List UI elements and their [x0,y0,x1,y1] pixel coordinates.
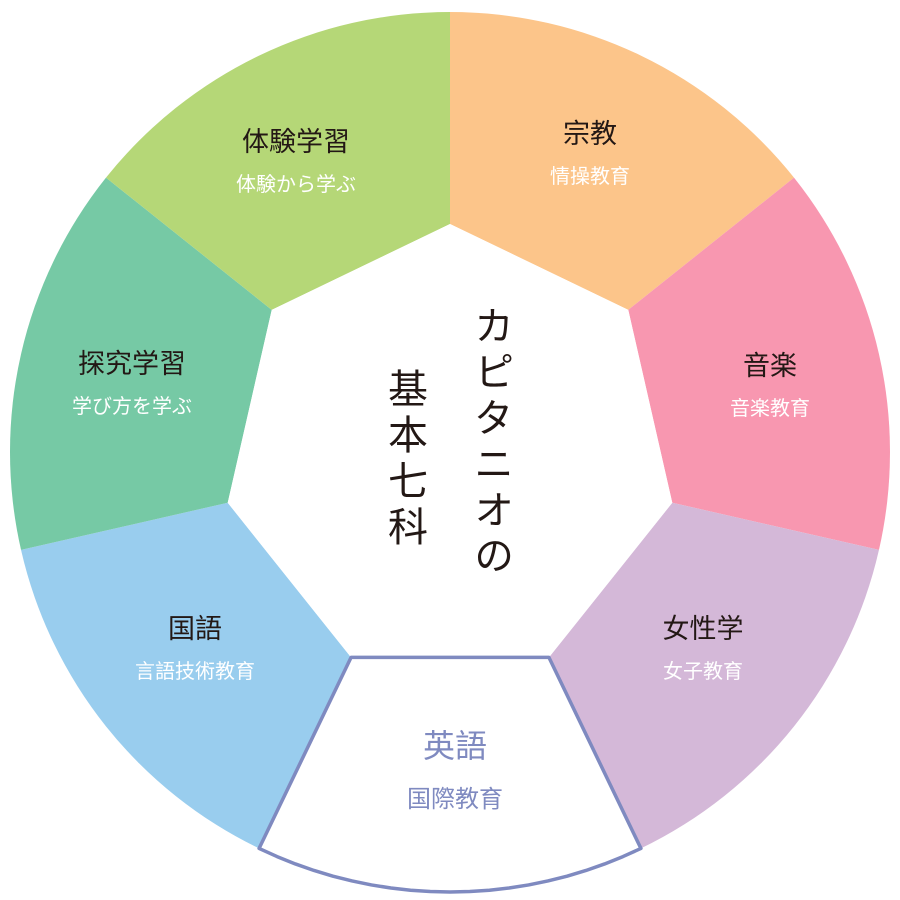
segment-womens-studies-title: 女性学 [663,614,744,645]
segment-inquiry [9,177,272,550]
segment-religion-title: 宗教 [563,119,617,150]
segment-music-title: 音楽 [743,351,797,382]
segment-womens-studies [548,502,879,849]
segment-inquiry-subtitle: 学び方を学ぶ [72,394,192,418]
segment-japanese-subtitle: 言語技術教育 [135,659,255,683]
segment-religion [450,12,795,310]
segment-english-title: 英語 [423,727,487,765]
center-title: カピタニオの 基本七科 [381,305,513,581]
segment-japanese [21,502,352,849]
segment-experiential-title: 体験学習 [242,127,350,158]
center-title-column-right: カピタニオの [467,305,513,581]
segment-music-subtitle: 音楽教育 [730,396,810,420]
segment-womens-studies-subtitle: 女子教育 [663,659,743,683]
segment-english-subtitle: 国際教育 [407,785,503,813]
segment-english [259,657,641,892]
center-heptagon [227,224,673,658]
segment-japanese-title: 国語 [168,614,222,645]
segment-inquiry-title: 探究学習 [78,349,186,380]
segment-experiential-subtitle: 体験から学ぶ [236,172,356,196]
segment-religion-subtitle: 情操教育 [550,164,630,188]
english-segment-outline [257,655,643,894]
segment-music [628,177,890,550]
center-title-column-left: 基本七科 [381,368,427,552]
wheel-segments [9,12,890,892]
segment-experiential [105,12,451,310]
